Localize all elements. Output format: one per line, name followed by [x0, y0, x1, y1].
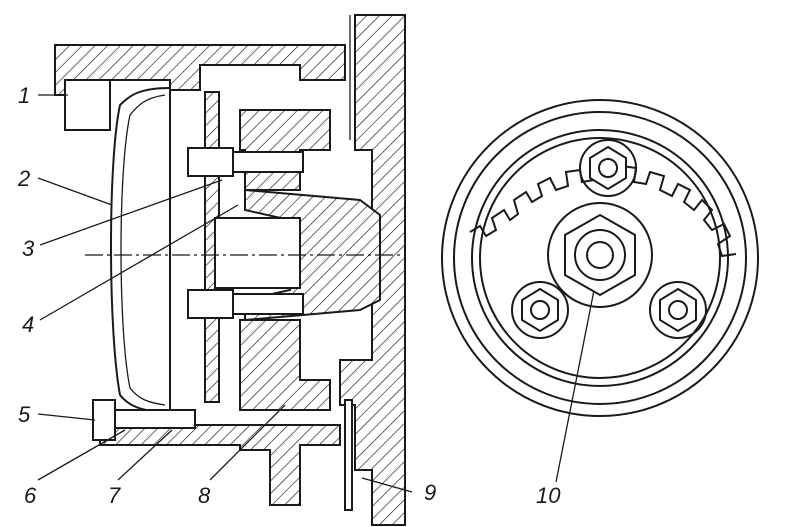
- callout-3: 3: [22, 236, 35, 261]
- housing-bottom: [99, 424, 341, 506]
- bolt-head-upper: [187, 147, 234, 177]
- cover-2: [110, 87, 171, 413]
- callout-5: 5: [18, 402, 31, 427]
- bolt-5-shank: [114, 409, 196, 429]
- callout-4: 4: [22, 312, 34, 337]
- central-washer: [574, 229, 626, 281]
- bolt-shank-upper: [232, 151, 304, 173]
- outer-ring: [441, 99, 759, 417]
- callout-1: 1: [18, 83, 30, 108]
- hub-upper: [239, 109, 331, 191]
- hub-lower: [239, 319, 331, 411]
- housing-top-block: [64, 79, 111, 131]
- disc-inner: [479, 137, 721, 379]
- shaft-center: [214, 217, 301, 289]
- gear-ring: [453, 111, 747, 405]
- callout-7: 7: [108, 483, 121, 508]
- central-nut: [564, 213, 636, 297]
- leader-lines: [37, 94, 601, 493]
- cover-inner: [120, 94, 166, 406]
- nut-right: [649, 281, 707, 339]
- section-view: [54, 14, 406, 526]
- gasket-plate: [344, 399, 353, 511]
- disc-outer: [471, 129, 729, 387]
- bolt-5: [92, 399, 116, 441]
- callout-10: 10: [536, 483, 561, 508]
- bolt-shank-lower: [232, 293, 304, 315]
- bolt-head-lower: [187, 289, 234, 319]
- callout-6: 6: [24, 483, 37, 508]
- callout-9: 9: [424, 480, 436, 505]
- callout-2: 2: [17, 166, 30, 191]
- nut-left: [511, 281, 569, 339]
- central-bore: [586, 241, 614, 269]
- callout-8: 8: [198, 483, 211, 508]
- nut-top: [579, 139, 637, 197]
- callouts: 1 2 3 4 5 6 7 8 9 10: [17, 83, 561, 508]
- hub-ring: [547, 202, 653, 308]
- front-view: [441, 99, 759, 417]
